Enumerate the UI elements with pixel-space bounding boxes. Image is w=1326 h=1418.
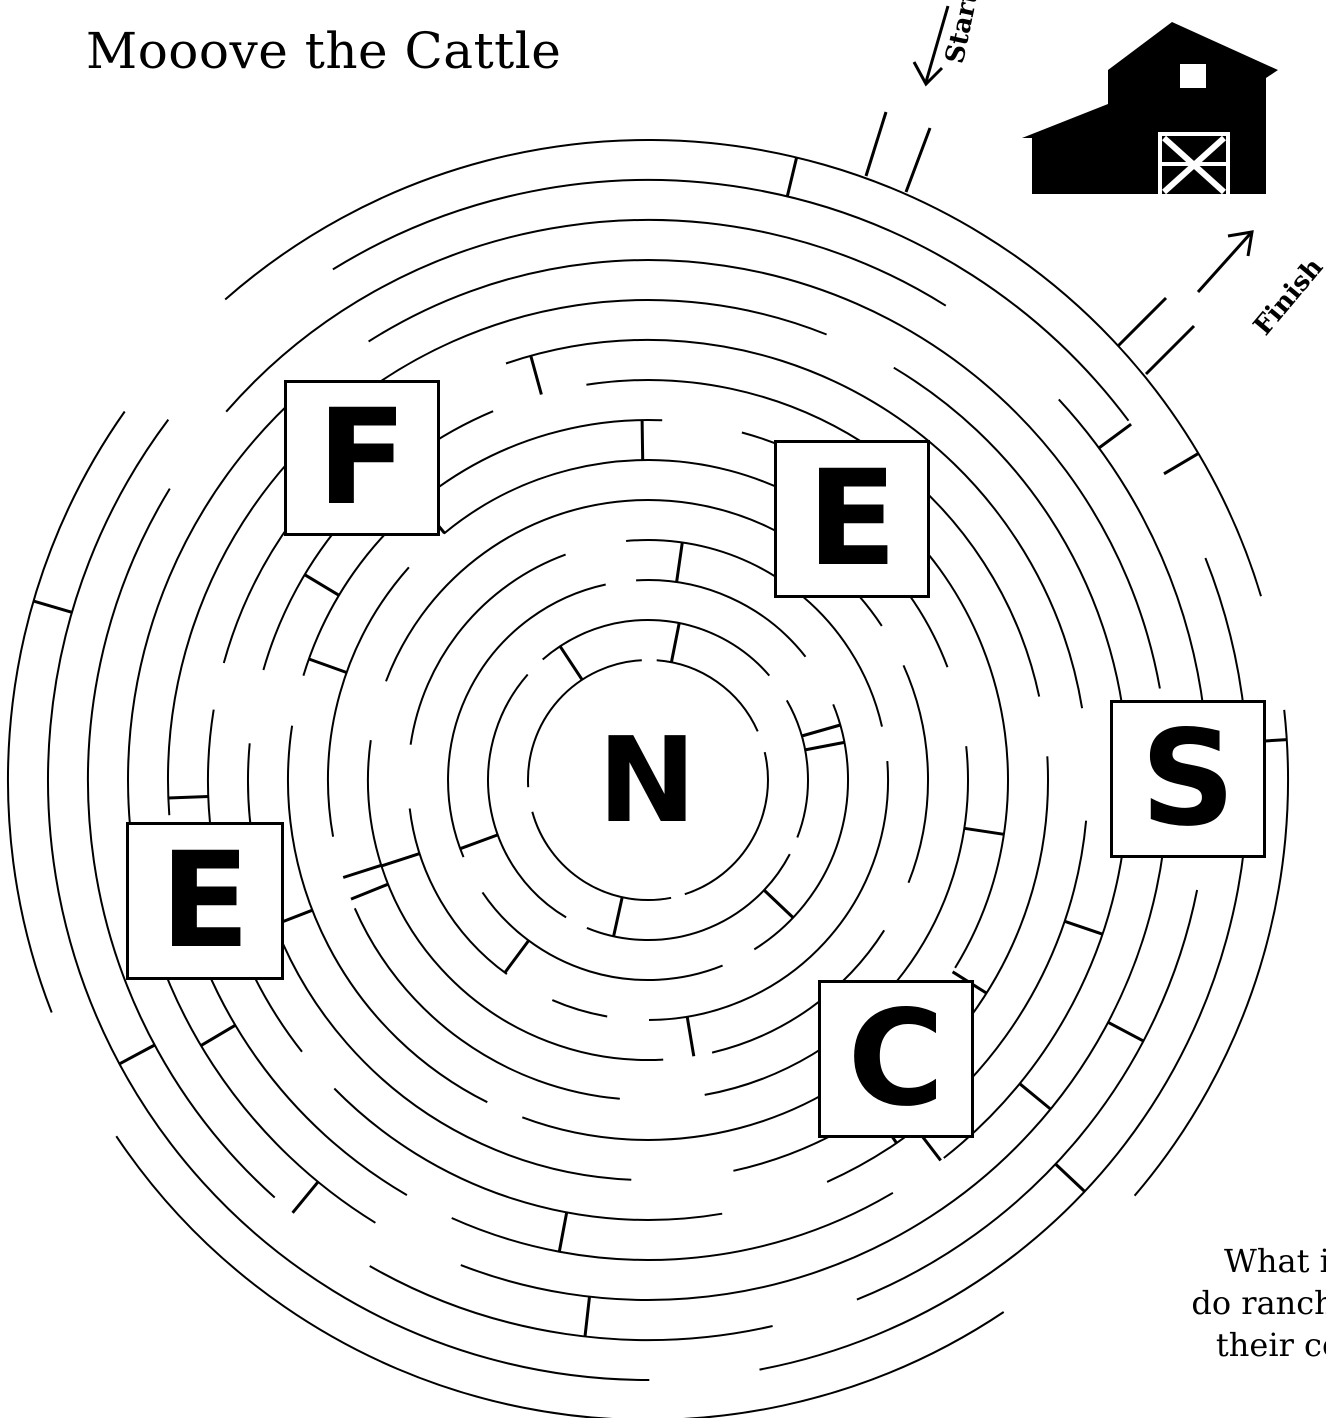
maze-wall-arc — [225, 219, 947, 413]
maze-wall-arc — [481, 891, 723, 982]
letter-c: C — [847, 982, 945, 1136]
maze-wall-arc — [684, 751, 769, 896]
maze-wall-spoke — [291, 1180, 320, 1214]
maze-wall-spoke — [1098, 422, 1132, 450]
maze-wall-spoke — [1107, 1020, 1145, 1043]
letter-s: S — [1140, 702, 1236, 856]
maze-wall-arc — [346, 299, 827, 408]
letter-tile-e-left[interactable]: E — [126, 822, 284, 980]
arrow-up-right-icon — [1196, 230, 1254, 294]
letter-e: E — [159, 824, 251, 978]
maze-wall-arc — [505, 338, 1084, 709]
maze-question: What impo do ranchers us their cows t — [1052, 1240, 1326, 1366]
maze-wall-arc — [353, 907, 620, 1100]
maze-wall-spoke — [558, 645, 584, 681]
maze-wall-spoke — [804, 740, 845, 752]
maze-wall-arc — [711, 929, 886, 1054]
maze-wall-arc — [460, 807, 1169, 1301]
maze-wall-spoke — [583, 1296, 591, 1337]
maze-wall-arc — [7, 410, 126, 1013]
maze-wall-spoke — [200, 1023, 237, 1047]
maze-wall-arc — [551, 999, 608, 1018]
letter-f: F — [316, 381, 408, 535]
maze-wall-arc — [447, 583, 606, 858]
maze-wall-arc — [636, 579, 807, 658]
maze-wall-spoke — [1163, 452, 1200, 476]
maze-wall-arc — [785, 699, 809, 838]
letter-tile-n[interactable]: N — [568, 702, 726, 858]
maze-wall-arc — [1133, 709, 1289, 1197]
maze-wall-spoke — [308, 657, 348, 674]
maze-wall-spoke — [303, 573, 340, 597]
maze-wall-spoke — [33, 599, 73, 614]
letter-tile-s[interactable]: S — [1110, 700, 1266, 858]
maze-wall-spoke — [1064, 919, 1104, 936]
maze-wall-arc — [451, 1191, 894, 1261]
maze-wall-arc — [408, 808, 508, 975]
maze-wall-spoke — [1054, 1163, 1086, 1193]
maze-wall-arc — [366, 740, 664, 1062]
question-line-3: their cows t — [1215, 1326, 1326, 1364]
maze-wall-spoke — [763, 889, 795, 919]
maze-wall-arc — [332, 179, 1130, 422]
maze-wall-arc — [333, 1087, 723, 1221]
maze-wall-arc — [167, 460, 290, 816]
maze-wall-arc — [704, 746, 969, 1096]
maze-wall-spoke — [1018, 1082, 1052, 1111]
maze-wall-arc — [527, 659, 642, 788]
maze-wall-spoke — [801, 723, 841, 738]
letter-n: N — [597, 711, 697, 849]
maze-wall-spoke — [675, 542, 684, 583]
question-line-1: What impo — [1224, 1242, 1326, 1280]
maze-wall-spoke — [503, 939, 530, 974]
maze-wall-spoke — [557, 1212, 569, 1252]
maze-wall-arc — [86, 488, 276, 1199]
maze-wall-arc — [409, 553, 566, 745]
maze-wall-spoke — [669, 622, 681, 663]
maze-wall-spoke — [168, 795, 209, 800]
maze-wall-arc — [826, 820, 1088, 1183]
maze-wall-arc — [902, 664, 930, 884]
maze-wall-arc — [531, 811, 672, 901]
arrow-down-icon — [912, 5, 950, 87]
start-entrance — [864, 111, 932, 193]
maze-wall-spoke — [685, 1016, 696, 1057]
maze-wall-arc — [648, 761, 889, 1021]
maze-wall-arc — [586, 853, 791, 942]
maze-wall-arc — [542, 618, 771, 677]
page-title: Mooove the Cattle — [86, 22, 562, 80]
maze-wall-arc — [47, 419, 650, 1382]
maze-wall-arc — [369, 1265, 773, 1341]
maze-wall-spoke — [350, 882, 389, 901]
maze-wall-spoke — [118, 1043, 156, 1066]
maze-wall-spoke — [964, 826, 1005, 836]
maze-wall-arc — [224, 138, 1262, 597]
barn-icon — [1022, 22, 1278, 195]
maze-wall-spoke — [459, 833, 499, 851]
maze-wall-arc — [327, 566, 410, 837]
letter-e: E — [806, 442, 898, 596]
maze-wall-spoke — [640, 419, 645, 461]
finish-exit — [1116, 296, 1196, 376]
letter-tile-c[interactable]: C — [818, 980, 974, 1138]
letter-tile-f[interactable]: F — [284, 380, 440, 536]
maze-wall-spoke — [612, 896, 624, 937]
maze-wall-arc — [368, 259, 1161, 689]
maze-wall-arc — [287, 725, 488, 1104]
maze-wall-arc — [656, 659, 759, 732]
letter-tile-e-top[interactable]: E — [774, 440, 930, 598]
maze-wall-spoke — [381, 852, 421, 868]
question-line-2: do ranchers us — [1191, 1284, 1326, 1322]
maze-wall-spoke — [785, 157, 799, 197]
maze-wall-arc — [856, 889, 1199, 1301]
maze-wall-arc — [487, 673, 567, 919]
maze-wall-spoke — [342, 863, 382, 879]
maze-wall-spoke — [529, 355, 543, 395]
maze-wall-arc — [115, 1135, 1005, 1418]
